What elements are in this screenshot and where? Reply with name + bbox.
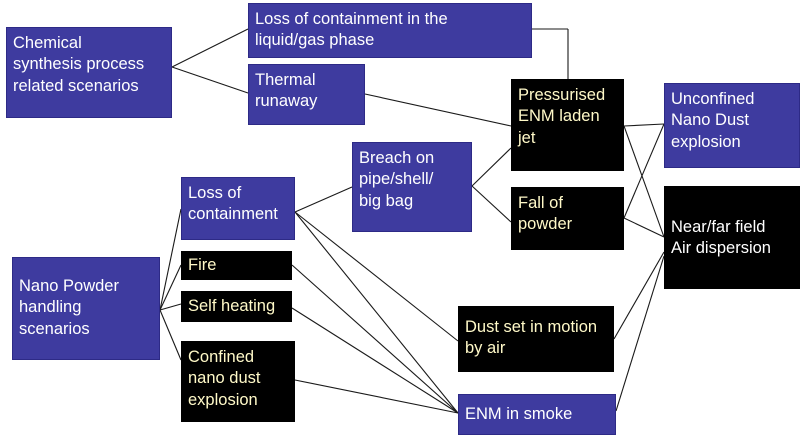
chemical-synthesis-scenarios-box: Chemical synthesis process related scena… [6, 27, 172, 118]
connector [364, 93, 512, 127]
connector [294, 379, 459, 414]
connector [471, 185, 512, 223]
connector [623, 123, 665, 127]
connector [623, 123, 665, 219]
connector [291, 307, 459, 414]
thermal-runaway-box: Thermal runaway [248, 64, 365, 125]
near-far-field-air-dispersion-box: Near/far field Air dispersion [664, 186, 800, 289]
nano-powder-handling-scenarios-box: Nano Powder handling scenarios [12, 257, 160, 360]
connector [159, 309, 182, 361]
connector [159, 303, 182, 311]
connector [623, 217, 665, 238]
connector [613, 251, 665, 340]
confined-nano-dust-explosion-box: Confined nano dust explosion [181, 341, 295, 422]
connector [159, 208, 182, 311]
connector [159, 264, 182, 311]
self-heating-box: Self heating [181, 291, 292, 322]
connector [623, 125, 665, 238]
breach-on-pipe-box: Breach on pipe/shell/ big bag [352, 142, 472, 232]
loss-of-containment-box: Loss of containment [181, 177, 295, 240]
pressurised-enm-jet-box: Pressurised ENM laden jet [511, 79, 624, 171]
loss-of-containment-liquid-gas-box: Loss of containment in the liquid/gas ph… [248, 3, 532, 58]
fire-box: Fire [181, 251, 292, 280]
unconfined-nano-dust-explosion-box: Unconfined Nano Dust explosion [664, 83, 800, 168]
dust-set-in-motion-box: Dust set in motion by air [458, 306, 614, 372]
connector [294, 211, 459, 414]
connector [471, 147, 512, 187]
fall-of-powder-box: Fall of powder [511, 187, 624, 250]
connector [171, 28, 249, 68]
enm-in-smoke-box: ENM in smoke [458, 394, 616, 435]
connector [615, 255, 665, 412]
connector [294, 186, 353, 213]
connector [294, 211, 459, 342]
connector [291, 264, 459, 414]
connector [171, 66, 249, 94]
